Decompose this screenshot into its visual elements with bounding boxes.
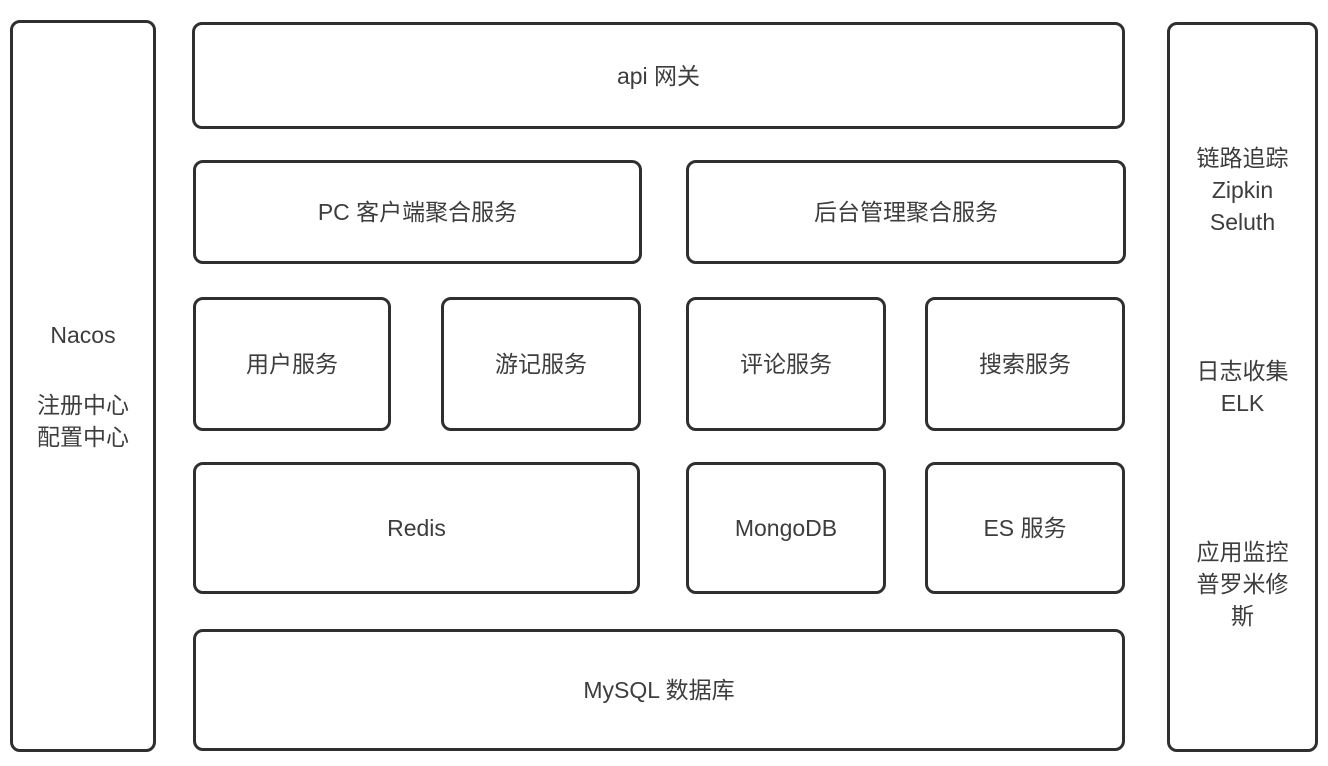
mongodb-box: MongoDB (686, 462, 886, 594)
travel-journal-service-label: 游记服务 (495, 351, 587, 377)
comment-service-label: 评论服务 (740, 351, 832, 377)
es-service-label: ES 服务 (983, 515, 1067, 541)
es-service-box: ES 服务 (925, 462, 1125, 594)
seluth-label: Seluth (1209, 209, 1276, 235)
elk-label: ELK (1220, 390, 1265, 416)
link-tracing-section: 链路追踪 Zipkin Seluth (1191, 142, 1295, 238)
user-service-label: 用户服务 (246, 351, 338, 377)
pc-client-aggregation-box: PC 客户端聚合服务 (193, 160, 642, 264)
mysql-database-label: MySQL 数据库 (583, 677, 735, 703)
nacos-registry-center-label: 注册中心 (37, 392, 129, 418)
admin-aggregation-box: 后台管理聚合服务 (686, 160, 1126, 264)
api-gateway-label: api 网关 (616, 62, 701, 89)
prometheus-label: 普罗米修斯 (1196, 571, 1289, 629)
api-gateway-box: api 网关 (192, 22, 1125, 129)
app-monitoring-section: 应用监控 普罗米修斯 (1191, 536, 1295, 632)
zipkin-label: Zipkin (1211, 177, 1274, 203)
search-service-label: 搜索服务 (979, 351, 1071, 377)
search-service-box: 搜索服务 (925, 297, 1125, 431)
redis-label: Redis (387, 515, 446, 541)
admin-aggregation-label: 后台管理聚合服务 (814, 199, 998, 225)
comment-service-box: 评论服务 (686, 297, 886, 431)
mongodb-label: MongoDB (734, 515, 838, 541)
app-monitoring-label: 应用监控 (1196, 539, 1289, 565)
travel-journal-service-box: 游记服务 (441, 297, 641, 431)
redis-box: Redis (193, 462, 640, 594)
user-service-box: 用户服务 (193, 297, 391, 431)
mysql-database-box: MySQL 数据库 (193, 629, 1125, 751)
log-collection-label: 日志收集 (1196, 358, 1289, 384)
link-tracing-label: 链路追踪 (1196, 145, 1289, 171)
log-collection-section: 日志收集 ELK (1191, 355, 1295, 419)
nacos-panel: Nacos 注册中心 配置中心 (10, 20, 156, 752)
observability-panel: 链路追踪 Zipkin Seluth 日志收集 ELK 应用监控 普罗米修斯 (1167, 22, 1318, 752)
nacos-config-center-label: 配置中心 (37, 424, 129, 450)
pc-client-aggregation-label: PC 客户端聚合服务 (317, 199, 518, 225)
nacos-title: Nacos (50, 322, 116, 348)
